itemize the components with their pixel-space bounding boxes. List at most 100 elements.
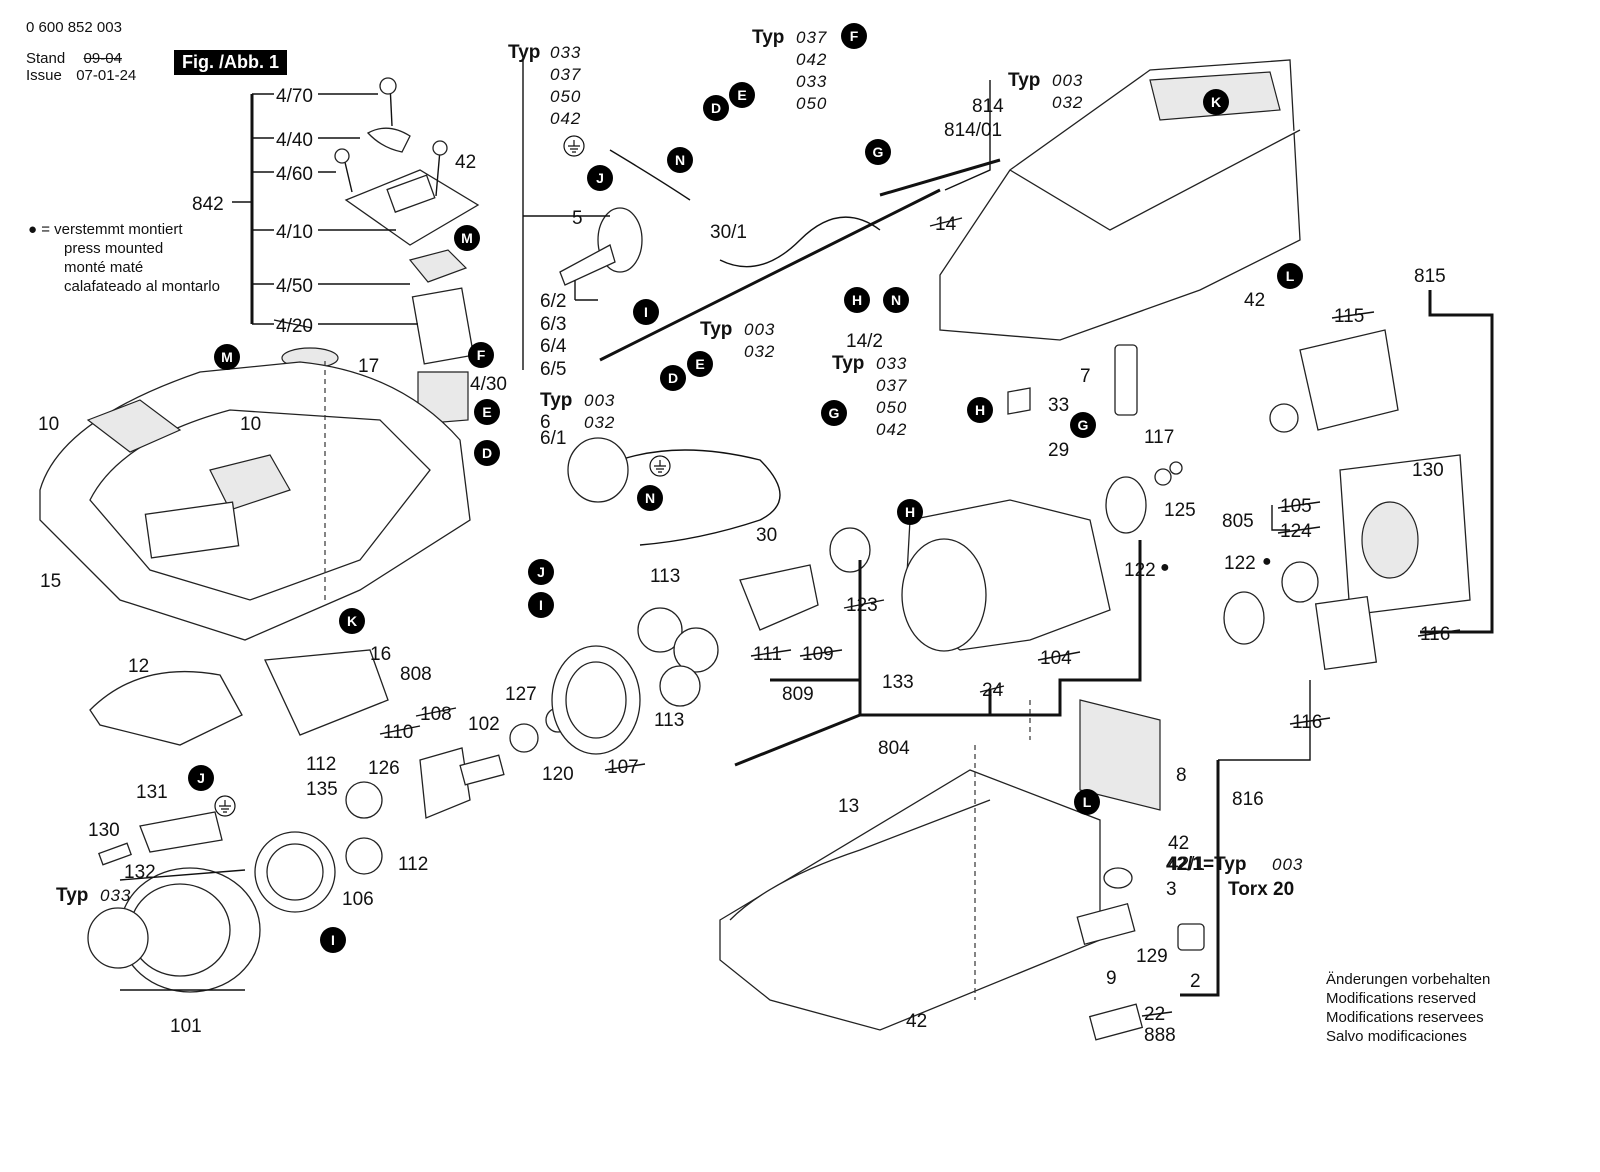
part-label: 116 — [1420, 624, 1450, 645]
svg-text:I: I — [539, 597, 543, 613]
svg-text:Typ: Typ — [508, 42, 540, 63]
part-label: 30 — [756, 525, 777, 546]
svg-text:F: F — [477, 347, 486, 363]
part-label: 10 — [38, 414, 59, 435]
svg-text:J: J — [537, 564, 545, 580]
callout-marker: K — [1203, 89, 1229, 115]
svg-text:E: E — [482, 404, 491, 420]
part-label: 8 — [1176, 765, 1187, 786]
callout-marker: D — [703, 95, 729, 121]
part-label: 113 — [654, 710, 684, 731]
svg-text:D: D — [711, 100, 721, 116]
ground-icon — [649, 455, 671, 477]
part-label: 14/2 — [846, 331, 883, 352]
callout-marker: F — [841, 23, 867, 49]
svg-text:050: 050 — [796, 94, 827, 113]
part-label: 112 — [306, 754, 336, 775]
typ-group-6: Typ 003 032 — [540, 390, 614, 432]
svg-text:E: E — [737, 87, 746, 103]
part-label: 30/1 — [710, 222, 747, 243]
part-label: 804 — [878, 738, 910, 759]
callout-marker: F — [468, 342, 494, 368]
part-label: 10 — [240, 414, 261, 435]
callout-marker: J — [528, 559, 554, 585]
part-label: 130 — [1412, 460, 1444, 481]
svg-text:Typ: Typ — [56, 885, 88, 906]
part-label: 122 — [1224, 553, 1256, 574]
typ-group-5: Typ 033 037 050 042 — [832, 353, 907, 439]
callout-marker: M — [214, 344, 240, 370]
stand-label: Stand — [26, 50, 66, 67]
part-label: 6/3 — [540, 314, 566, 335]
part-label: 6 — [540, 412, 551, 433]
part-label: 42/1 — [1168, 854, 1205, 875]
part-label: 842 — [192, 194, 224, 215]
callout-markers: F E D G N J N I H K L M F E D M K E D G … — [188, 23, 1303, 953]
svg-text:032: 032 — [744, 342, 775, 361]
part-label: 42 — [1244, 290, 1265, 311]
part-label: 111 — [753, 644, 782, 665]
callout-marker: G — [865, 139, 891, 165]
svg-text:K: K — [1211, 94, 1221, 110]
callout-marker: D — [474, 440, 500, 466]
part-label: 24 — [982, 680, 1004, 701]
press-mounted-symbol: ● — [1160, 559, 1170, 576]
svg-text:I: I — [331, 932, 335, 948]
part-label: 4/70 — [276, 86, 313, 107]
part-label: 101 — [170, 1016, 202, 1037]
part-label: 33 — [1048, 395, 1069, 416]
svg-text:033: 033 — [550, 43, 581, 62]
callout-marker: H — [897, 499, 923, 525]
part-drawings — [39, 59, 1471, 1041]
svg-text:D: D — [482, 445, 492, 461]
part-label: 104 — [1040, 648, 1072, 669]
callout-marker: D — [660, 365, 686, 391]
svg-text:042: 042 — [876, 420, 907, 439]
svg-text:003: 003 — [1052, 71, 1083, 90]
callout-marker: I — [528, 592, 554, 618]
modifications-note: Änderungen vorbehalten Modifications res… — [1326, 970, 1490, 1046]
ground-icon — [563, 135, 585, 157]
svg-text:032: 032 — [1052, 93, 1083, 112]
legend-line: verstemmt montiert — [54, 221, 183, 238]
part-label: 4/40 — [276, 130, 313, 151]
svg-text:J: J — [596, 170, 604, 186]
part-label: 6/2 — [540, 291, 566, 312]
part-label: 4/60 — [276, 164, 313, 185]
legend-row: ● = verstemmt montiert — [28, 220, 220, 239]
svg-text:037: 037 — [796, 28, 827, 47]
part-label: 6/1 — [540, 428, 566, 449]
part-label: 113 — [650, 566, 680, 587]
part-label: 12 — [128, 656, 149, 677]
part-label: 132 — [124, 862, 156, 883]
part-label: 5 — [572, 208, 583, 229]
note-line: Änderungen vorbehalten — [1326, 971, 1491, 988]
typ-group-7: Typ 033 — [56, 885, 130, 906]
part-label: 122 — [1124, 560, 1156, 581]
typ-group-2: Typ 037 042 033 050 — [752, 27, 827, 113]
part-label: 120 — [542, 764, 574, 785]
part-label: 13 — [838, 796, 859, 817]
callout-marker: N — [667, 147, 693, 173]
callout-marker: M — [454, 225, 480, 251]
callout-marker: G — [1070, 412, 1096, 438]
callout-marker: H — [967, 397, 993, 423]
leader-lines — [232, 60, 1494, 1000]
part-label: 809 — [782, 684, 814, 705]
legend-line: press mounted — [64, 240, 164, 257]
figure-label: Fig. /Abb. 1 — [174, 50, 287, 75]
part-label: 116 — [1292, 712, 1322, 733]
legend-line: calafateado al montarlo — [64, 278, 220, 295]
callout-marker: L — [1277, 263, 1303, 289]
part-label: 888 — [1144, 1025, 1176, 1046]
svg-text:H: H — [905, 504, 915, 520]
part-label: 135 — [306, 779, 338, 800]
part-label: 129 — [1136, 946, 1168, 967]
part-label: 115 — [1334, 306, 1364, 327]
svg-text:N: N — [675, 152, 685, 168]
svg-text:H: H — [852, 292, 862, 308]
svg-text:J: J — [197, 770, 205, 786]
part-label: 6/4 — [540, 336, 567, 357]
legend-eq: = — [41, 221, 50, 238]
svg-text:I: I — [644, 304, 648, 320]
